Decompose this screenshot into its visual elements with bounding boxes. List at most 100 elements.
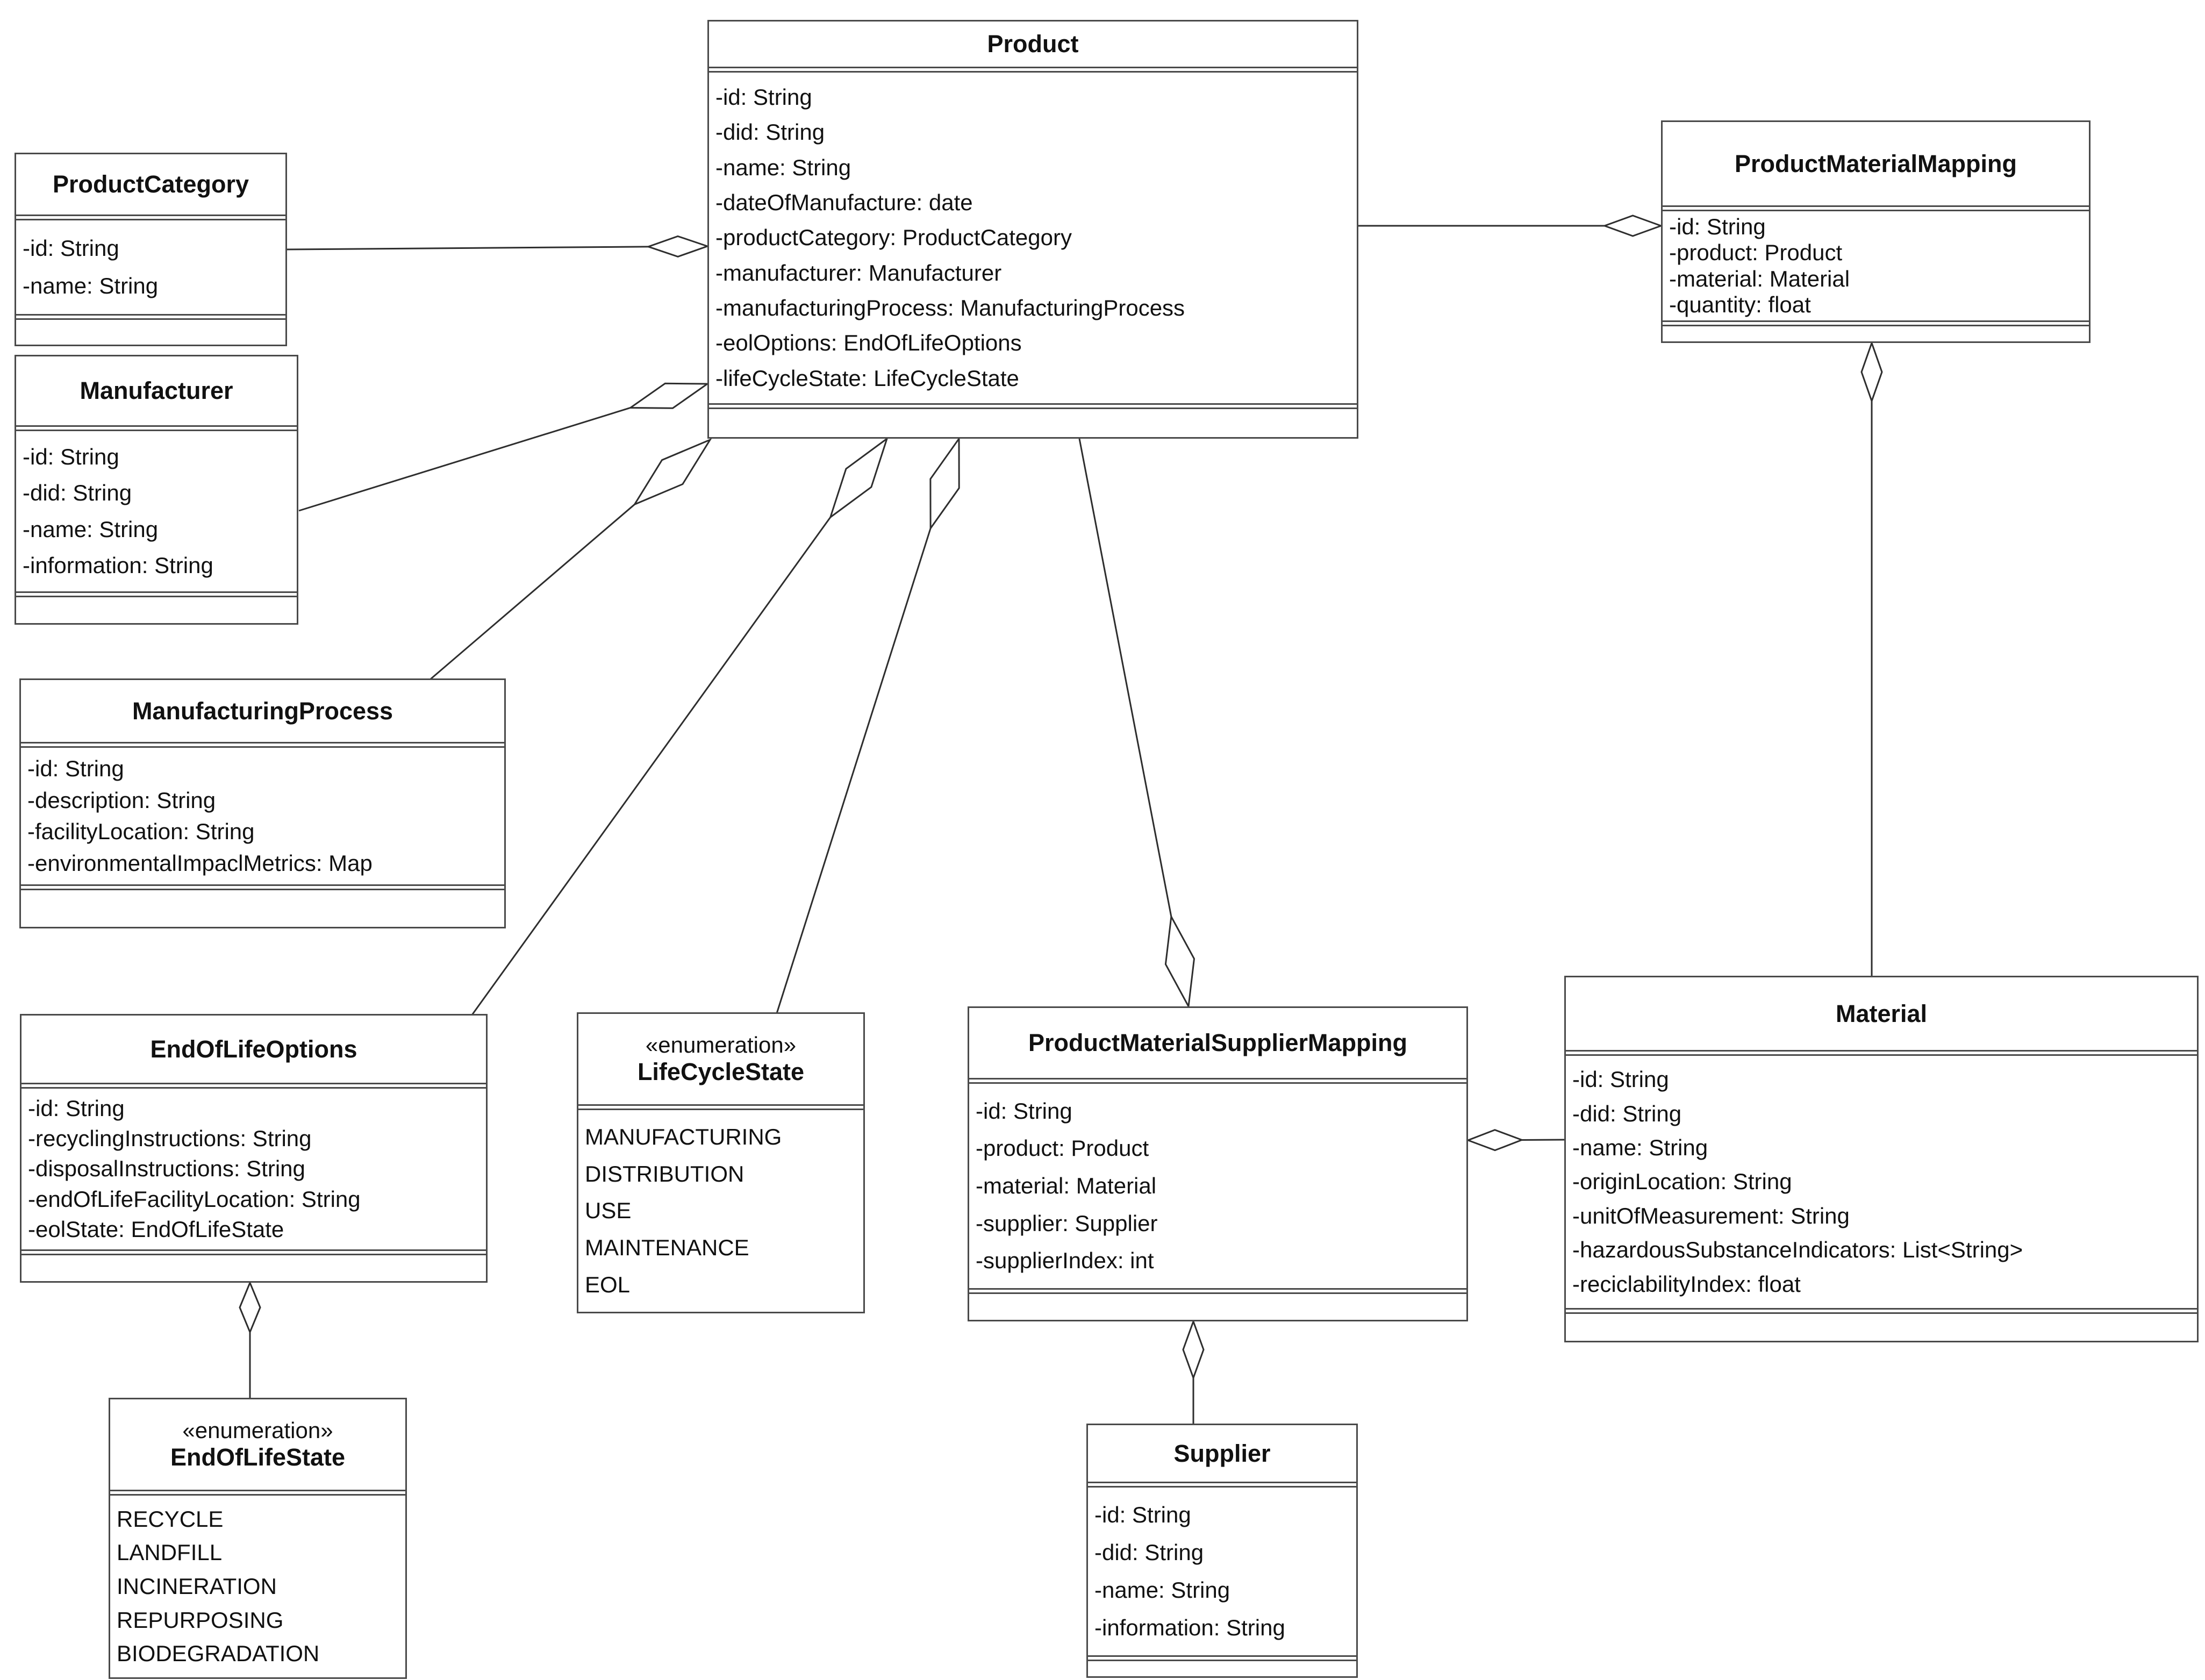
compartment-separator	[110, 1490, 405, 1496]
aggregation-diamond-icon	[1182, 1319, 1205, 1381]
class-attribute: -unitOfMeasurement: String	[1572, 1203, 1850, 1228]
compartment-separator	[1088, 1482, 1356, 1488]
methods-compartment-empty	[1088, 1661, 1356, 1676]
class-name-label: EndOfLifeState	[170, 1443, 346, 1471]
class-attribute: -id: String	[23, 235, 119, 261]
enum-literal: MAINTENANCE	[585, 1235, 749, 1261]
class-attribute: -name: String	[23, 273, 159, 299]
compartment-separator	[22, 1249, 486, 1255]
methods-compartment-empty	[16, 320, 285, 345]
class-title-compartment: ProductCategory	[16, 154, 285, 215]
class-box-Manufacturer: Manufacturer -id: String-did: String-name…	[15, 355, 298, 625]
class-attribute: -id: String	[1094, 1502, 1191, 1527]
methods-compartment-empty	[969, 1294, 1466, 1320]
class-title-compartment: «enumeration»LifeCycleState	[578, 1014, 863, 1104]
compartment-separator	[969, 1288, 1466, 1294]
class-box-ProductMaterialMapping: ProductMaterialMapping -id: String-produc…	[1661, 120, 2091, 343]
class-box-EndOfLifeOptions: EndOfLifeOptions-id: String-recyclingIns…	[20, 1014, 488, 1283]
class-box-Material: Material -id: String -did: String -name: St…	[1564, 976, 2199, 1342]
class-attribute: -recyclingInstructions: String	[28, 1126, 312, 1152]
compartment-separator	[578, 1104, 863, 1110]
compartment-separator	[1566, 1308, 2197, 1314]
class-attribute: -endOfLifeFacilityLocation: String	[28, 1186, 361, 1212]
class-name-label: Manufacturer	[80, 377, 233, 405]
class-attribute: -facilityLocation: String	[27, 819, 255, 845]
aggregation-diamond-icon	[929, 436, 960, 531]
compartment-separator	[969, 1078, 1466, 1084]
compartment-separator	[16, 591, 297, 597]
class-attribute: -information: String	[1094, 1614, 1285, 1640]
class-attribute: -name: String	[1572, 1134, 1708, 1160]
class-attribute: -did: String	[23, 480, 132, 506]
class-name-label: LifeCycleState	[637, 1058, 805, 1086]
enum-literal: LANDFILL	[117, 1540, 223, 1565]
compartment-separator	[16, 215, 285, 220]
class-attribute: -environmentalImpaclMetrics: Map	[27, 850, 373, 876]
aggregation-diamond-icon	[632, 438, 712, 506]
class-attribute: -did: String	[1094, 1539, 1204, 1565]
compartment-separator	[709, 67, 1357, 73]
methods-compartment-empty	[21, 890, 504, 927]
class-name-label: ProductMaterialMapping	[1734, 149, 2017, 177]
class-attributes-compartment: -id: String -name: String	[16, 220, 285, 314]
aggregation-diamond-icon	[1465, 1129, 1524, 1152]
enum-literal: MANUFACTURING	[585, 1124, 782, 1149]
methods-compartment-empty	[709, 409, 1357, 437]
aggregation-diamond-icon	[1860, 340, 1883, 404]
class-title-compartment: Product	[709, 22, 1357, 67]
compartment-separator	[1566, 1050, 2197, 1056]
class-attribute: -id: String	[1572, 1067, 1669, 1092]
class-name-label: Material	[1835, 999, 1928, 1027]
class-attribute: -originLocation: String	[1572, 1169, 1792, 1195]
class-name-label: ProductCategory	[52, 170, 249, 198]
class-attribute: -quantity: float	[1669, 291, 1811, 317]
class-attribute: -eolOptions: EndOfLifeOptions	[715, 330, 1022, 356]
class-attribute: -did: String	[1572, 1100, 1682, 1126]
class-name-label: ManufacturingProcess	[132, 697, 393, 725]
class-attribute: -material: Material	[1669, 266, 1850, 291]
aggregation-diamond-icon	[646, 235, 710, 258]
class-box-ProductCategory: ProductCategory -id: String -name: String	[15, 153, 287, 346]
aggregation-diamond-icon	[1164, 914, 1195, 1009]
class-attribute: -name: String	[715, 154, 851, 180]
class-attribute: -description: String	[27, 787, 216, 813]
class-attribute: -id: String	[1669, 214, 1766, 240]
class-attribute: -manufacturingProcess: ManufacturingProc…	[715, 295, 1185, 320]
class-attribute: -information: String	[23, 552, 213, 578]
compartment-separator	[21, 884, 504, 890]
compartment-separator	[1663, 205, 2089, 211]
enum-literal: RECYCLE	[117, 1506, 224, 1532]
enum-literal: INCINERATION	[117, 1573, 277, 1599]
compartment-separator	[16, 425, 297, 431]
class-attributes-compartment: -id: String-did: String-name: String-dat…	[709, 73, 1357, 403]
class-title-compartment: Supplier	[1088, 1425, 1356, 1482]
compartment-separator	[16, 314, 285, 320]
enum-stereotype-label: «enumeration»	[182, 1417, 333, 1443]
class-name-label: ProductMaterialSupplierMapping	[1028, 1029, 1408, 1057]
class-attribute: -product: Product	[1669, 240, 1843, 266]
enum-literal: EOL	[585, 1272, 631, 1298]
class-attributes-compartment: -id: String-product: Product-material: M…	[969, 1084, 1466, 1288]
class-attribute: -id: String	[976, 1098, 1072, 1124]
enum-literal: BIODEGRADATION	[117, 1641, 320, 1667]
class-attribute: -name: String	[1094, 1577, 1230, 1603]
class-attributes-compartment: -id: String -did: String -name: String -inf…	[1088, 1488, 1356, 1655]
aggregation-diamond-icon	[239, 1281, 261, 1334]
class-attribute: -dateOfManufacture: date	[715, 190, 973, 216]
class-attribute: -disposalInstructions: String	[28, 1156, 305, 1182]
association-line-Manufacturer-Product	[298, 407, 631, 512]
class-attribute: -lifeCycleState: LifeCycleState	[715, 365, 1019, 391]
enum-stereotype-label: «enumeration»	[645, 1032, 797, 1057]
class-attributes-compartment: -id: String-did: String-name: String-inf…	[16, 431, 297, 591]
class-attributes-compartment: -id: String-product: Product-material: M…	[1663, 211, 2089, 320]
class-name-label: Supplier	[1173, 1439, 1271, 1467]
association-line-ProductCategory-Product	[287, 246, 649, 251]
class-attribute: -product: Product	[976, 1135, 1149, 1161]
class-title-compartment: ManufacturingProcess	[21, 680, 504, 742]
